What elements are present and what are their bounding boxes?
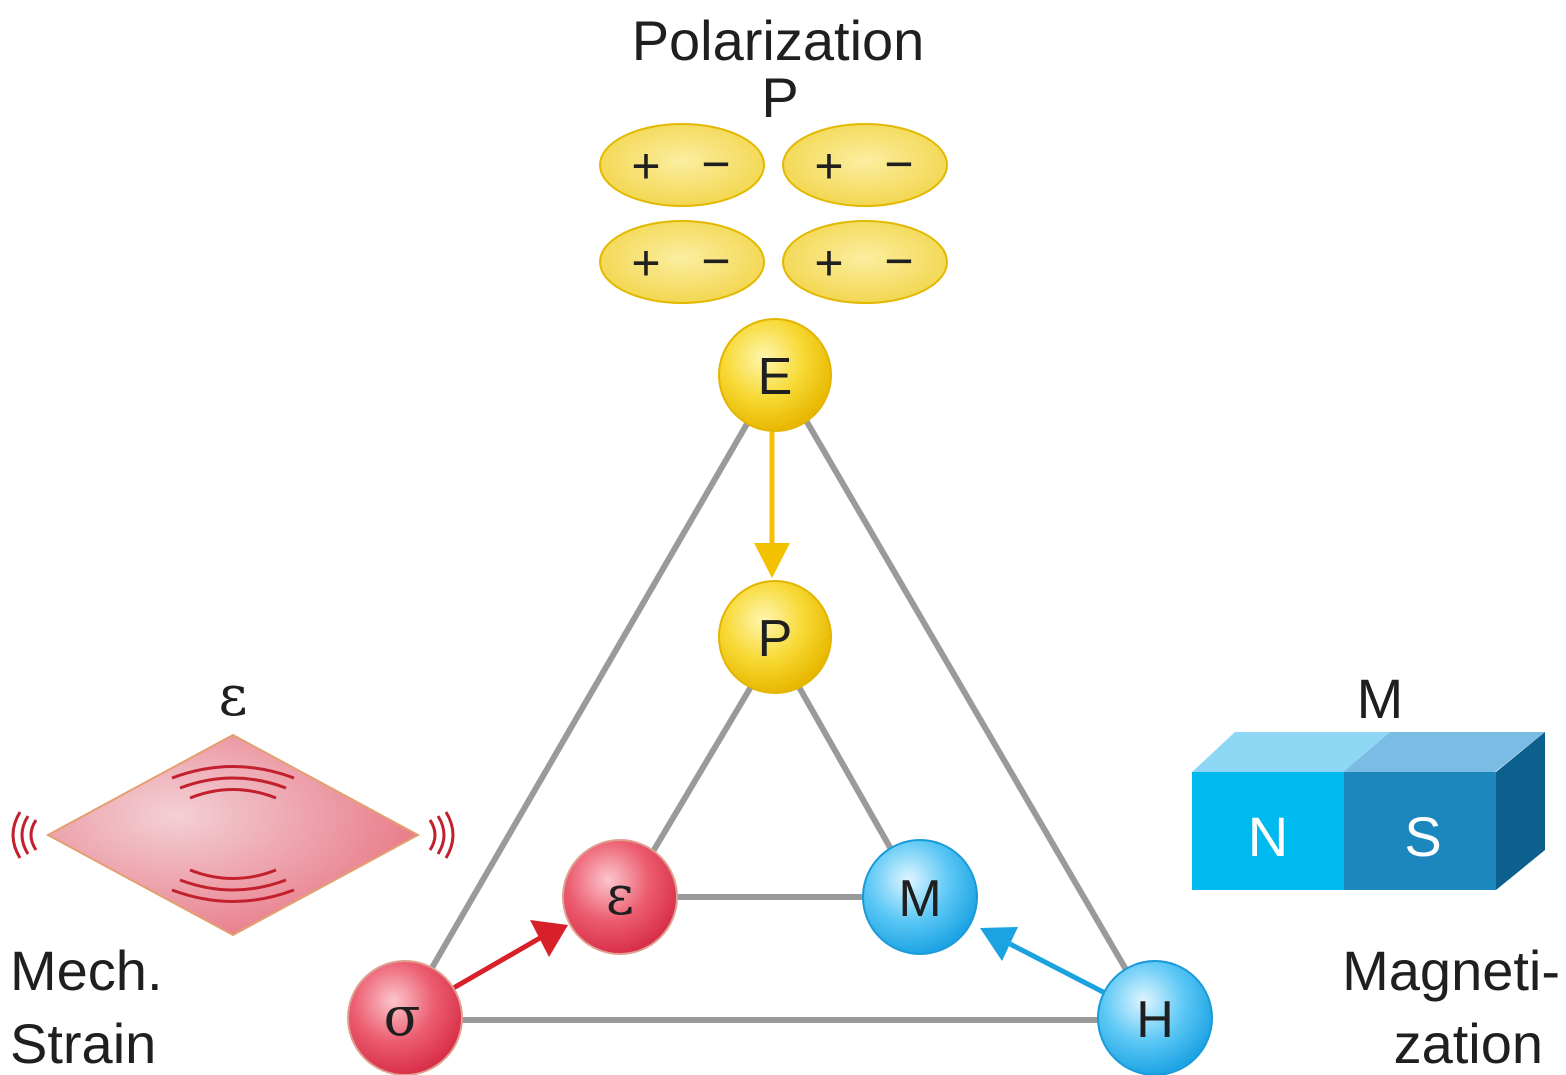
strain-vibration-right	[428, 811, 455, 859]
outer-triangle	[419, 408, 1138, 1023]
strain-label-line1: Mech.	[10, 939, 163, 1002]
dipole-plus: +	[814, 235, 843, 291]
dipole-minus: −	[884, 136, 913, 192]
magnet-south-label: S	[1404, 805, 1441, 868]
title-polarization: Polarization	[632, 9, 925, 72]
dipole-3: + −	[599, 220, 765, 304]
dipole-plus: +	[631, 235, 660, 291]
magnet-symbol: M	[1357, 667, 1404, 730]
strain-diamond	[45, 733, 421, 937]
strain-waves-bottom	[171, 868, 295, 903]
dipole-minus: −	[701, 233, 730, 289]
magnet-top-north	[1192, 732, 1390, 772]
node-h: H	[1097, 960, 1213, 1075]
strain-illustration: ε Mech. Strain	[10, 664, 455, 1075]
dipole-minus: −	[701, 136, 730, 192]
arrow-sigma-to-epsilon	[448, 920, 568, 993]
dipole-4: + −	[782, 220, 948, 304]
node-e: E	[718, 318, 832, 432]
edge-e-sigma	[419, 408, 758, 987]
node-m-label: M	[898, 870, 941, 928]
arrow-h-to-m	[980, 927, 1107, 996]
dipole-plus: +	[631, 138, 660, 194]
strain-waves-top	[171, 765, 295, 800]
magnet-north-face	[1192, 772, 1344, 890]
magnet-label-line2: zation	[1394, 1012, 1543, 1075]
node-m: M	[862, 839, 978, 955]
strain-vibration-left	[11, 811, 38, 859]
node-sigma-label: σ	[384, 985, 421, 1048]
dipole-minus: −	[884, 233, 913, 289]
edge-e-h	[797, 408, 1138, 987]
magnet-side	[1496, 732, 1545, 890]
edge-p-m	[792, 678, 903, 867]
dipole-cluster: + − + − + − + −	[599, 123, 948, 304]
node-h-label: H	[1136, 991, 1174, 1049]
magnet-illustration: M N S Magneti- zation	[1192, 667, 1560, 1075]
dipole-2: + −	[782, 123, 948, 207]
dipole-plus: +	[814, 138, 843, 194]
node-epsilon-label: ε	[606, 864, 634, 927]
node-e-label: E	[758, 348, 793, 406]
node-sigma: σ	[347, 960, 463, 1075]
title-symbol-p: P	[761, 66, 798, 129]
edge-p-epsilon	[642, 678, 758, 867]
dipole-1: + −	[599, 123, 765, 207]
magnet-label-line1: Magneti-	[1342, 939, 1560, 1002]
strain-label-line2: Strain	[10, 1012, 156, 1075]
magnet-north-label: N	[1248, 805, 1288, 868]
node-p: P	[718, 580, 832, 694]
arrow-e-to-p	[754, 425, 790, 578]
magnet-south-face	[1344, 772, 1496, 890]
node-epsilon: ε	[562, 839, 678, 955]
inner-triangle	[642, 678, 903, 900]
magnet-top-south	[1343, 732, 1545, 772]
strain-symbol: ε	[218, 664, 247, 729]
node-p-label: P	[758, 610, 793, 668]
